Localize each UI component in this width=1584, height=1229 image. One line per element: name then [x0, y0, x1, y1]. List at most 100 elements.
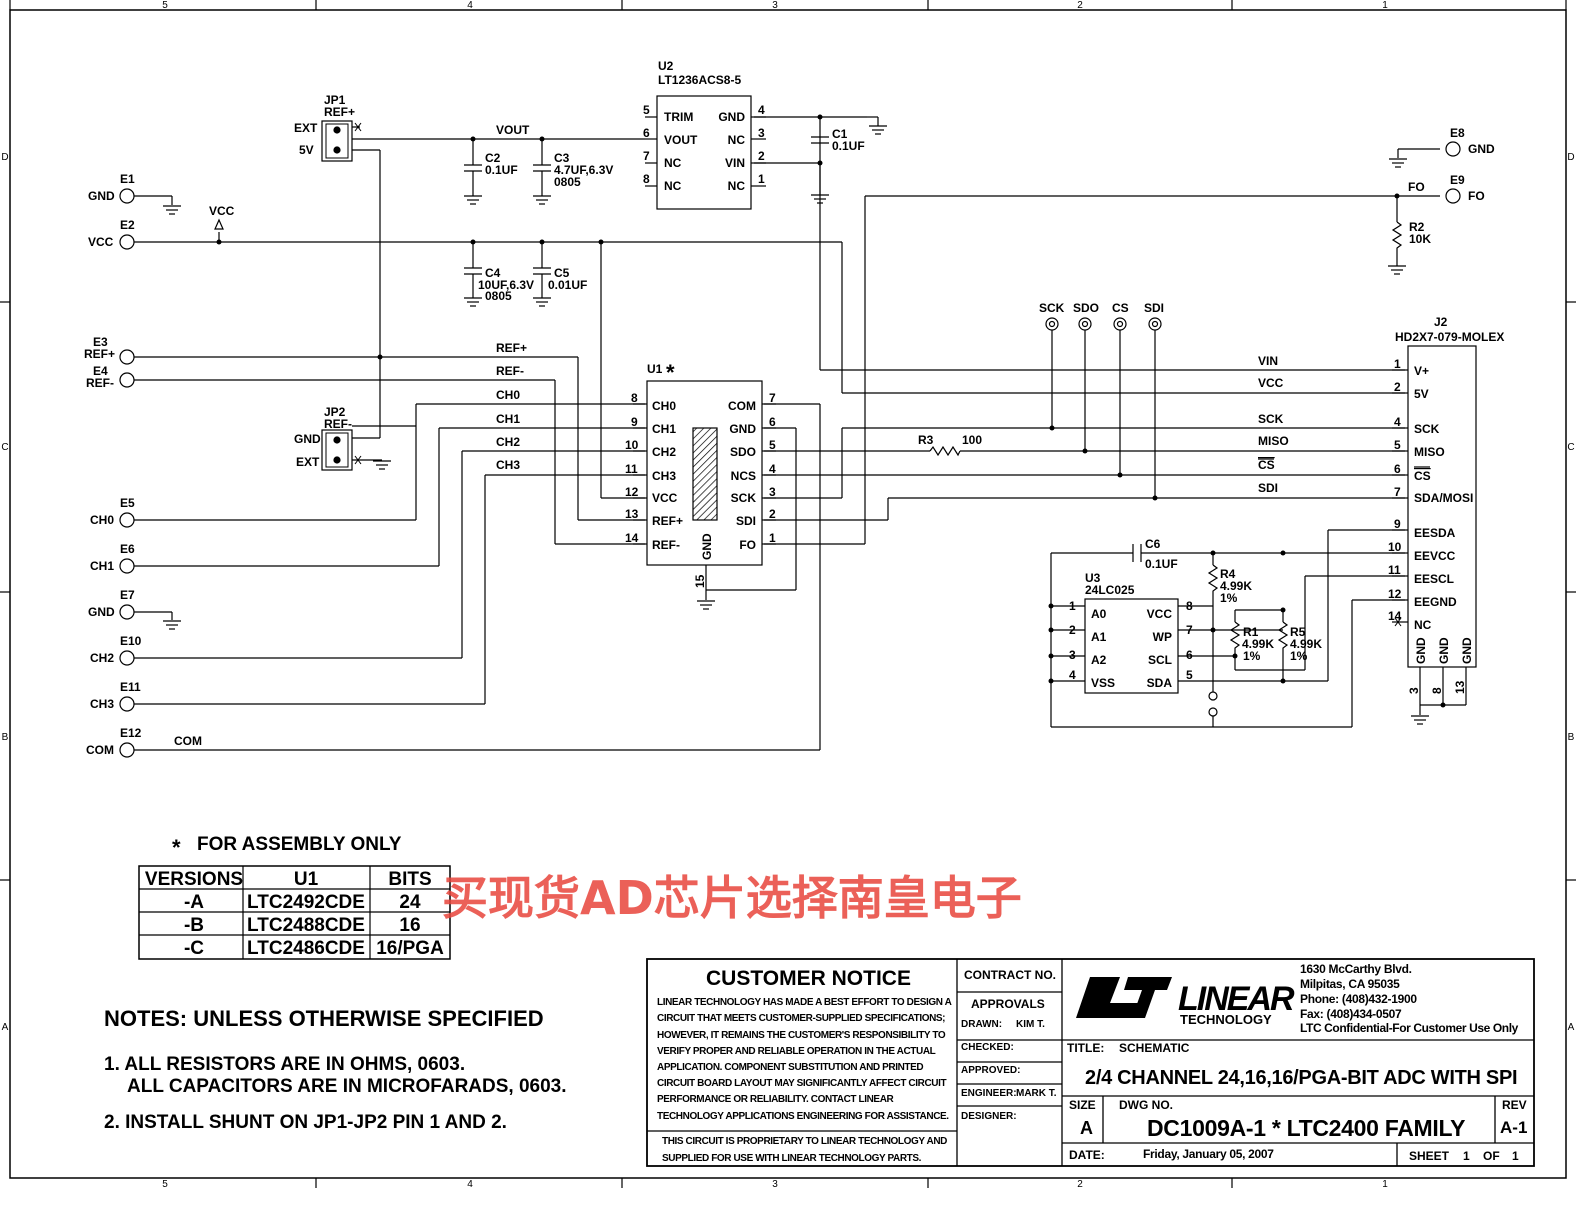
j2-pin13-num: 13 [1453, 680, 1467, 694]
engineer-label: ENGINEER: [961, 1088, 1017, 1099]
j2-pin10-num: 10 [1388, 540, 1402, 554]
u1-pin3-name: SCK [731, 491, 757, 505]
c6-val: 0.1UF [1145, 557, 1178, 571]
j2-pin9-name: EESDA [1414, 526, 1456, 540]
u3-eeprom [1084, 598, 1179, 694]
r2-body [1391, 221, 1403, 266]
j2-pin7-num: 7 [1394, 485, 1401, 499]
zone-bottom-5: 5 [162, 1179, 168, 1190]
u1-pin14-num: 14 [625, 531, 639, 545]
zone-left-A: A [2, 1022, 9, 1033]
customer-notice-line: LINEAR TECHNOLOGY HAS MADE A BEST EFFORT… [657, 997, 952, 1008]
zone-labels: 5 4 3 2 1 5 4 3 2 1 D C B A D C B A [1, 0, 1574, 1190]
wp-jumper [1208, 691, 1218, 727]
u2-pin3-name: NC [728, 133, 746, 147]
j2-pin11-name: EESCL [1414, 572, 1454, 586]
net-refp: REF+ [496, 341, 527, 355]
customer-notice-line: HOWEVER, IT REMAINS THE CUSTOMER'S RESPO… [657, 1030, 946, 1041]
versions-cell: LTC2492CDE [247, 892, 365, 913]
address-line: Milpitas, CA 95035 [1300, 977, 1400, 991]
sheet-label: SHEET [1409, 1149, 1450, 1163]
e11-ref: E11 [120, 680, 141, 694]
u2-pin1-name: NC [728, 179, 746, 193]
net-ch0: CH0 [496, 388, 520, 402]
rev-value: A-1 [1500, 1118, 1527, 1137]
u3-pin7-name: WP [1153, 630, 1172, 644]
note-2: 2. INSTALL SHUNT ON JP1-JP2 PIN 1 AND 2. [104, 1112, 507, 1133]
u2-pin2-num: 2 [758, 149, 765, 163]
j2-pin9-num: 9 [1394, 517, 1401, 531]
u3-ref: U3 [1085, 571, 1101, 585]
j2-part: HD2X7-079-MOLEX [1395, 330, 1504, 344]
e11-label: CH3 [90, 697, 114, 711]
zone-top-4: 4 [467, 0, 473, 11]
net-vin: VIN [1258, 354, 1278, 368]
u1-pin4-name: NCS [731, 469, 756, 483]
u2-pin4-num: 4 [758, 103, 765, 117]
u3-pin8-name: VCC [1147, 607, 1173, 621]
u3-pin5-num: 5 [1186, 668, 1193, 682]
net-vout: VOUT [496, 123, 530, 137]
zone-top-5: 5 [162, 0, 168, 11]
e10-label: CH2 [90, 651, 114, 665]
c3-ref: C3 [554, 151, 570, 165]
j2-connector [1392, 345, 1477, 668]
j2-pin1-num: 1 [1394, 357, 1401, 371]
of-value: 1 [1512, 1149, 1519, 1163]
u3-pin8-num: 8 [1186, 599, 1193, 613]
r1-ref: R1 [1243, 625, 1259, 639]
j2-pin2-num: 2 [1394, 380, 1401, 394]
r5-ref: R5 [1290, 625, 1306, 639]
j2-pin6-name: CS [1414, 469, 1431, 483]
u1-pin4-num: 4 [769, 462, 776, 476]
ground-symbols [163, 116, 1429, 725]
linear-logo-icon [1076, 977, 1140, 1018]
jp1-name: REF+ [324, 105, 355, 119]
jp1-ext: EXT [294, 121, 318, 135]
e12-label: COM [86, 743, 114, 757]
u2-pin4-name: GND [718, 110, 745, 124]
r2-ref: R2 [1409, 220, 1425, 234]
c5-ref: C5 [554, 266, 570, 280]
resistors [929, 221, 1403, 655]
versions-cell: -B [184, 915, 204, 936]
r1-tol: 1% [1243, 649, 1261, 663]
c5-val: 0.01UF [548, 278, 587, 292]
u1-pin3-num: 3 [769, 485, 776, 499]
net-labels: VOUT REF+ REF- CH0 CH1 CH2 CH3 COM FO VI… [174, 123, 1425, 748]
versions-table [138, 865, 451, 960]
r2-val: 10K [1409, 232, 1431, 246]
u1-pin5-num: 5 [769, 438, 776, 452]
e7-label: GND [88, 605, 115, 619]
c1-val: 0.1UF [832, 139, 865, 153]
terminals [119, 141, 1461, 758]
net-ch1: CH1 [496, 412, 520, 426]
junctions [216, 114, 1446, 708]
c4-val: 10UF,6.3V [478, 278, 534, 292]
u2-pin5-name: TRIM [664, 110, 693, 124]
e6-ref: E6 [120, 542, 135, 556]
dwg-label: DWG NO. [1119, 1098, 1173, 1112]
assembly-note: FOR ASSEMBLY ONLY [197, 834, 402, 855]
j2-gnd-a: GND [1414, 637, 1428, 664]
zone-right-C: C [1567, 442, 1574, 453]
note-1a: 1. ALL RESISTORS ARE IN OHMS, 0603. [104, 1054, 465, 1075]
u1-pin11-num: 11 [625, 462, 638, 476]
j2-gnd-b: GND [1437, 637, 1451, 664]
u1-pin6-num: 6 [769, 415, 776, 429]
notes-title: NOTES: UNLESS OTHERWISE SPECIFIED [104, 1006, 544, 1031]
net-sdi: SDI [1258, 481, 1278, 495]
u2-reference [645, 95, 766, 210]
jumper-jp1 [321, 120, 362, 162]
contract-no-label: CONTRACT NO. [964, 968, 1056, 982]
u2-pin6-name: VOUT [664, 133, 698, 147]
u2-pin7-num: 7 [643, 149, 650, 163]
r4-body [1207, 564, 1219, 600]
e5-label: CH0 [90, 513, 114, 527]
e1-ref: E1 [120, 172, 135, 186]
u3-pin1-name: A0 [1091, 607, 1107, 621]
u1-pin12-name: VCC [652, 491, 678, 505]
logo-sub: TECHNOLOGY [1180, 1012, 1272, 1027]
u3-pin6-num: 6 [1186, 648, 1193, 662]
